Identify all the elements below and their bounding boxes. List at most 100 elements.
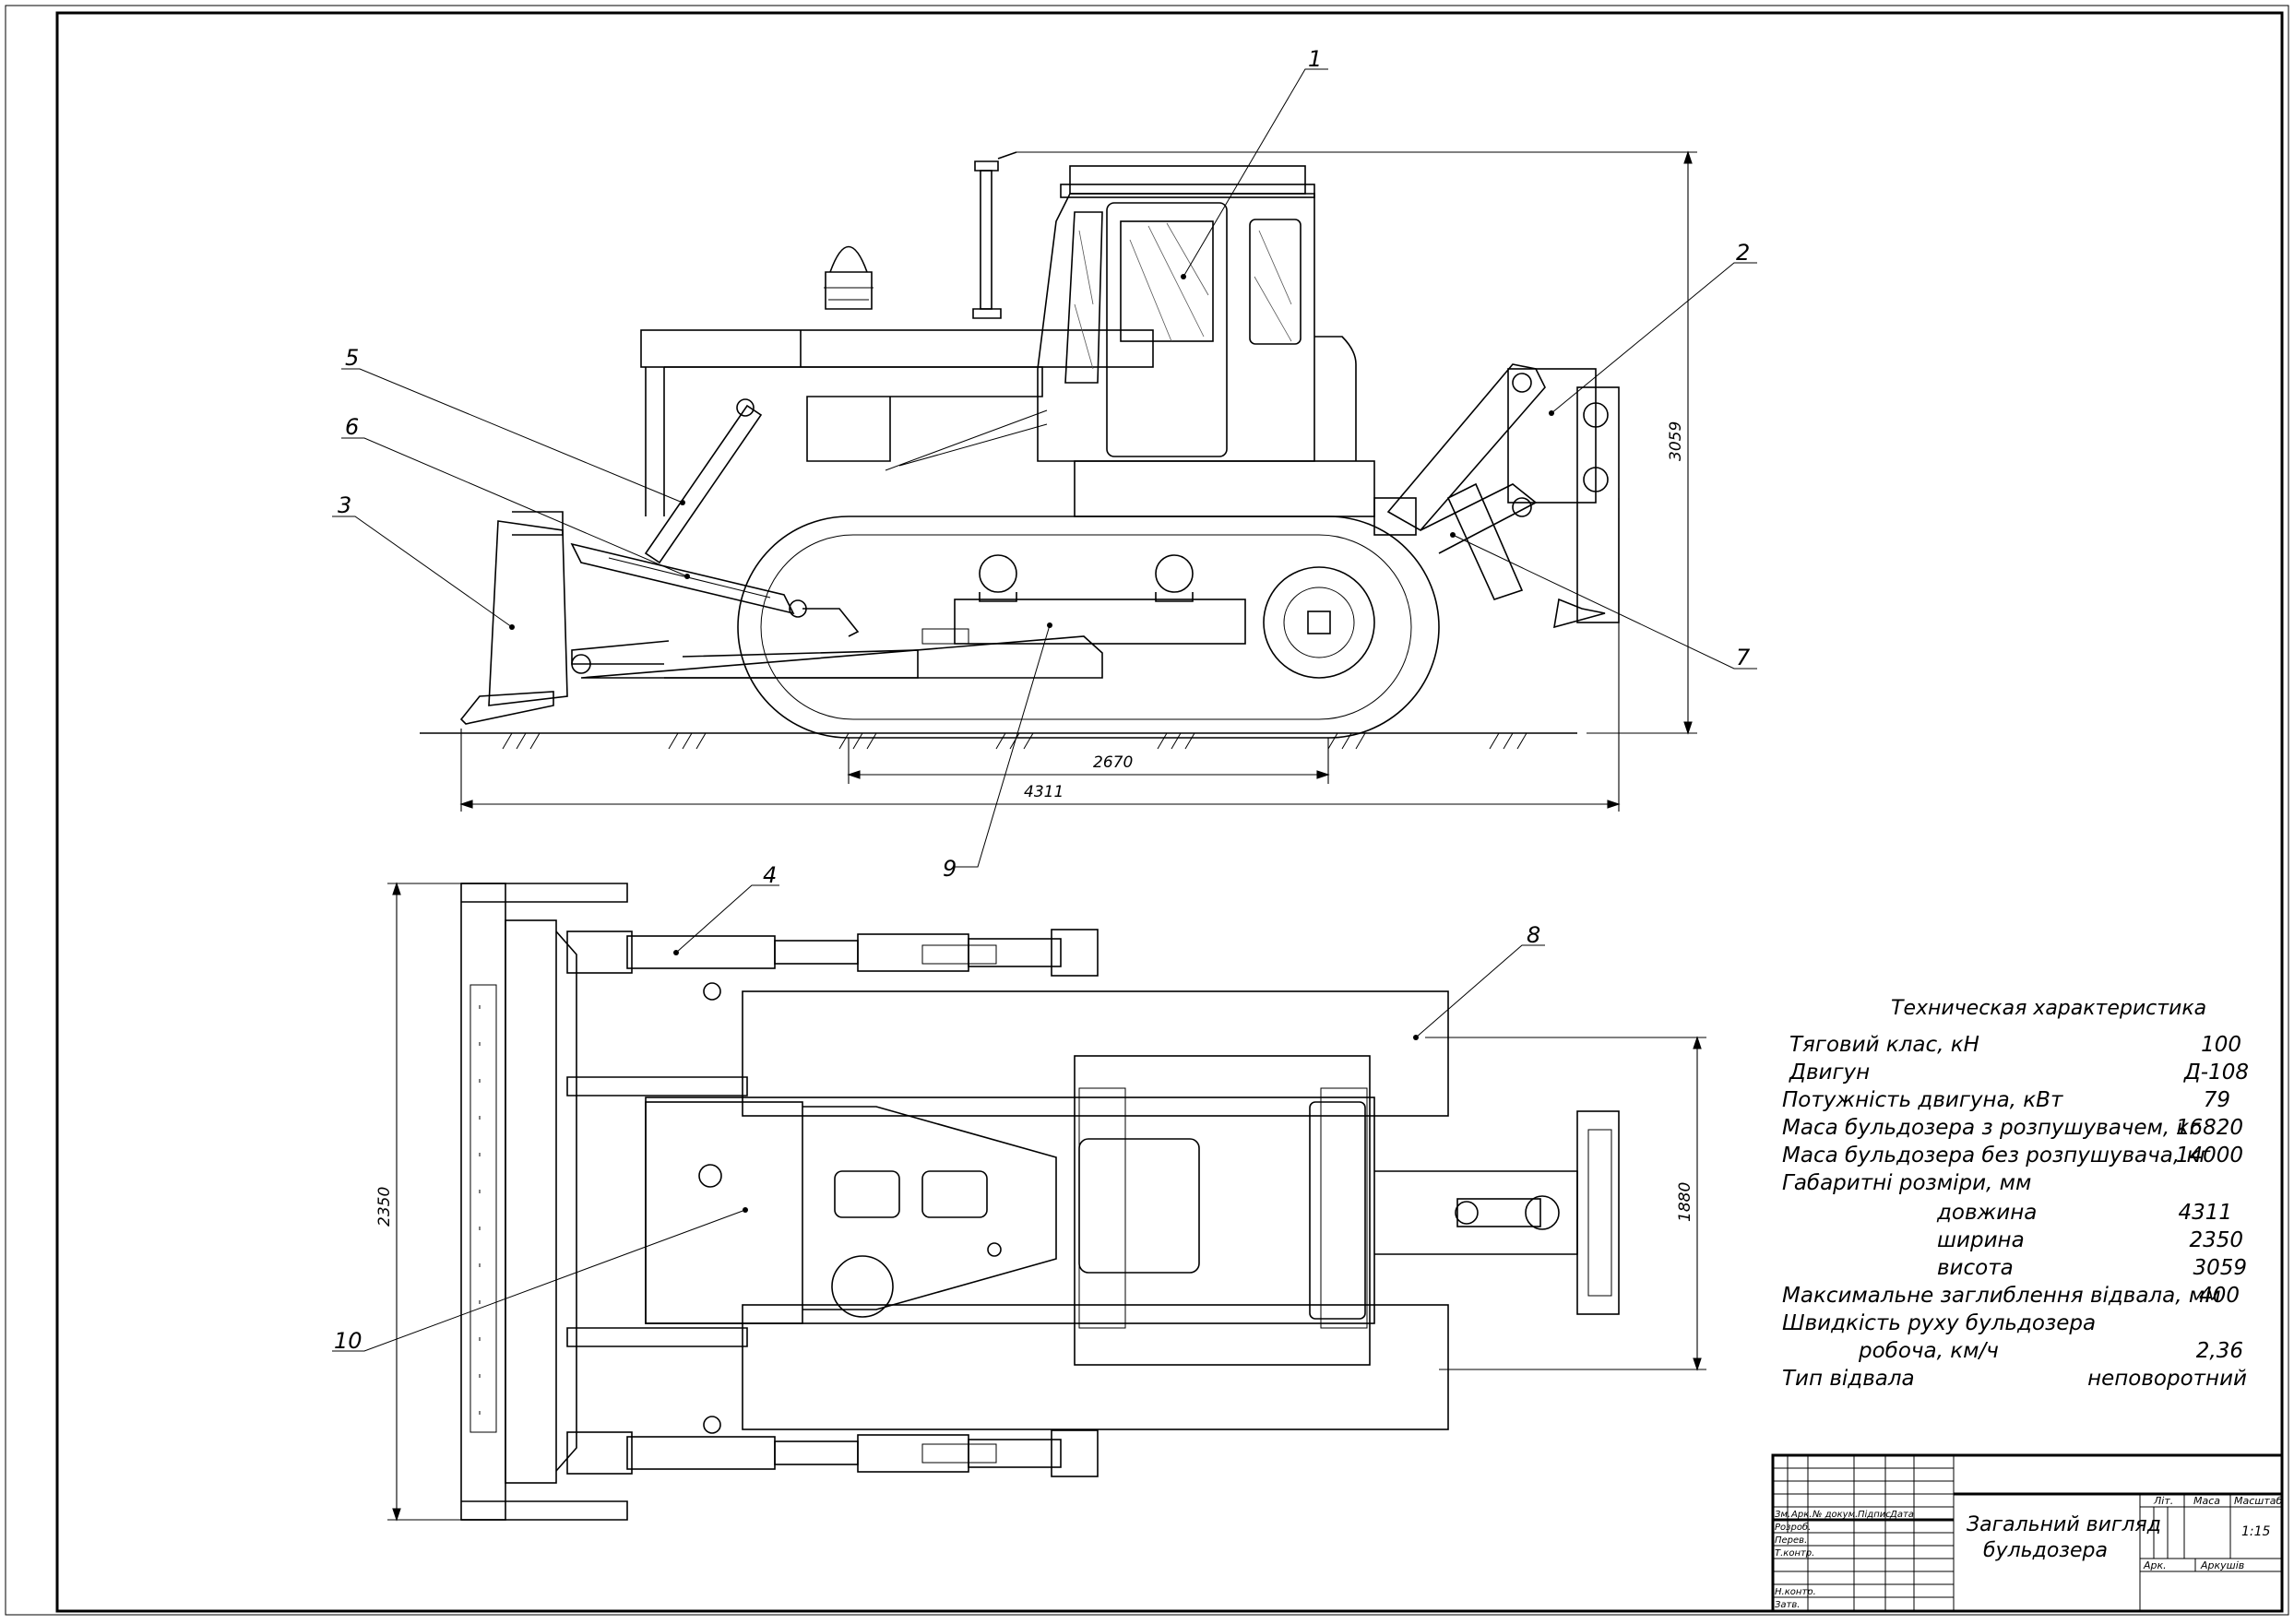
callout-10: 10	[334, 1328, 363, 1354]
plan-blade-back	[505, 919, 557, 1484]
plan-vent-1	[834, 1170, 900, 1218]
rear-bracket	[1373, 497, 1417, 536]
spec-label-10: Швидкість руху бульдозера	[1782, 1311, 2096, 1335]
dim-width: 2350	[375, 1187, 394, 1227]
plan-ripper-link	[1456, 1198, 1541, 1227]
blade-cutting-edge	[459, 691, 554, 725]
ripper-pin-1	[1512, 373, 1532, 393]
spec-label-9: Максимальне заглиблення відвала, мм	[1782, 1284, 2221, 1308]
carrier-roller-2	[1155, 554, 1194, 593]
door-glass-hatch	[1129, 222, 1209, 342]
spec-label-12: Тип відвала	[1782, 1367, 1915, 1391]
tb-col-date: Дата	[1889, 1510, 1914, 1520]
ripper-cylinder	[1446, 482, 1524, 600]
ground-hatch	[502, 732, 1527, 750]
door-window	[1120, 220, 1214, 342]
spec-value-1: Д-108	[2183, 1061, 2249, 1085]
callout-7: 7	[1736, 645, 1751, 670]
spec-label-8: висота	[1937, 1256, 2014, 1280]
beacon-dome	[829, 245, 868, 273]
plan-cab-panel-right	[1320, 1087, 1368, 1329]
plan-blade-inner	[469, 984, 497, 1433]
exhaust-pipe	[980, 170, 992, 310]
callout-9: 9	[943, 856, 957, 882]
plan-rear-hood	[1309, 1101, 1366, 1320]
spec-value-4: 14000	[2176, 1144, 2243, 1168]
plan-vent-2	[921, 1170, 988, 1218]
hood-top	[640, 329, 1154, 368]
title-block: Зм. Арк. № докум. Підпис Дата Розроб. Пе…	[1771, 1453, 2284, 1613]
track-outline	[737, 516, 1440, 739]
exhaust-cap	[974, 151, 1017, 172]
plan-radiator	[645, 1101, 803, 1324]
plan-cab-panel-left	[1078, 1087, 1126, 1329]
plan-ripper-pin	[1455, 1201, 1479, 1225]
dim-length: 4311	[1024, 783, 1064, 801]
spec-value-12: неповоротний	[2087, 1367, 2247, 1391]
cab-door	[1106, 202, 1228, 457]
tb-sheets-label: Аркушів	[2200, 1559, 2244, 1571]
tb-col-zm: Зм.	[1775, 1510, 1790, 1520]
plan-arm-pin-2	[703, 1416, 721, 1434]
spec-title: Техническая характеристика	[1891, 997, 2206, 1020]
ripper-shank	[1576, 386, 1620, 623]
engine-panel	[664, 366, 1043, 462]
spec-value-11: 2,36	[2196, 1339, 2243, 1363]
ripper-arm-lower	[1420, 483, 1538, 554]
spec-label-6: довжина	[1936, 1201, 2037, 1225]
callout-5: 5	[345, 345, 359, 371]
blade-pivot	[571, 654, 591, 674]
spec-label-11: робоча, км/ч	[1858, 1339, 1999, 1363]
dim-track-gauge: 1880	[1676, 1182, 1694, 1222]
engine-louver	[885, 409, 1048, 471]
cab-outline	[1037, 193, 1315, 462]
ripper-tooth	[1553, 598, 1606, 629]
callout-leaders-side	[332, 68, 1757, 868]
track-frame	[954, 599, 1246, 645]
plan-push-arm-upper	[566, 929, 1099, 977]
plan-track-left	[742, 990, 1449, 1117]
ripper-pin-3	[1583, 402, 1609, 428]
plan-engine-cover	[802, 1106, 1057, 1310]
spec-table: Техническая характеристика Тяговий клас,…	[1782, 997, 2249, 1391]
tb-row-checker: Перев.	[1775, 1535, 1807, 1546]
drive-sprocket	[1263, 566, 1375, 679]
plan-exhaust	[987, 1242, 1002, 1257]
front-glass-hatch	[1074, 230, 1094, 370]
carrier-roller-1	[979, 554, 1017, 593]
plan-arm-pin-1	[703, 982, 721, 1001]
track-inner	[760, 534, 1412, 720]
spec-value-0: 100	[2201, 1033, 2241, 1057]
trunnion-pin	[789, 599, 807, 618]
tb-scale-value: 1:15	[2241, 1524, 2271, 1539]
blade-top-bracket	[512, 511, 564, 536]
beacon-ring	[824, 287, 874, 301]
plan-lift-cylinders	[566, 1076, 748, 1347]
spec-label-1: Двигун	[1789, 1061, 1870, 1085]
spec-value-2: 79	[2204, 1088, 2230, 1112]
tb-col-doc: № докум.	[1812, 1510, 1858, 1520]
spec-label-3: Маса бульдозера з розпушувачем, кг	[1782, 1116, 2201, 1140]
ripper-pin-4	[1583, 467, 1609, 492]
callout-2: 2	[1736, 240, 1750, 266]
exhaust-base	[972, 308, 1002, 319]
callout-3: 3	[338, 492, 351, 518]
tb-scale-label: Масштаб	[2234, 1495, 2282, 1507]
tb-sheet-label: Арк.	[2143, 1559, 2167, 1571]
spec-label-4: Маса бульдозера без розпушувача, кг	[1782, 1144, 2211, 1168]
blade	[488, 520, 568, 706]
sprocket-cap	[1307, 610, 1331, 634]
plan-hull	[645, 1096, 1375, 1324]
drawing-title-line2: бульдозера	[1983, 1539, 2108, 1562]
spec-label-5: Габаритні розміри, мм	[1782, 1171, 2031, 1195]
plan-cab	[1074, 1055, 1371, 1366]
rear-window	[1249, 219, 1302, 345]
cab-roof	[1069, 165, 1306, 195]
spec-label-2: Потужність двигуна, кВт	[1782, 1088, 2063, 1112]
ripper-frame	[1507, 368, 1597, 504]
plan-push-arm-lower	[566, 1429, 1099, 1477]
callout-leaders-plan	[332, 884, 1545, 1352]
tb-col-ark: Арк.	[1790, 1510, 1812, 1520]
callout-4: 4	[763, 862, 777, 888]
